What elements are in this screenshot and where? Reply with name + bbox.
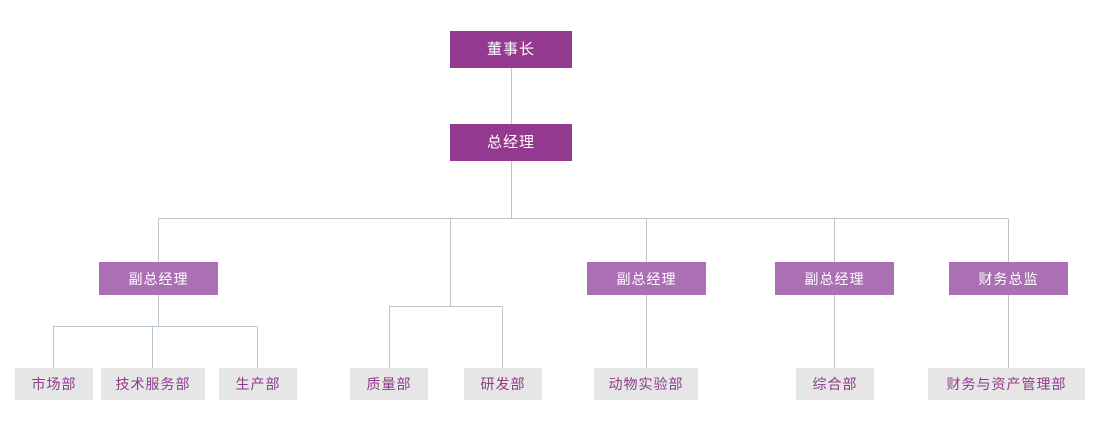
node-finance-director[interactable]: 财务总监 [949, 262, 1068, 295]
node-deputy-general-manager-1[interactable]: 副总经理 [99, 262, 218, 295]
node-animal-laboratory-department[interactable]: 动物实验部 [594, 368, 698, 400]
node-technical-service-department[interactable]: 技术服务部 [101, 368, 205, 400]
node-chairman[interactable]: 董事长 [450, 31, 572, 68]
node-general-affairs-department[interactable]: 综合部 [796, 368, 874, 400]
node-marketing-department[interactable]: 市场部 [15, 368, 93, 400]
node-general-manager[interactable]: 总经理 [450, 124, 572, 161]
node-production-department[interactable]: 生产部 [219, 368, 297, 400]
node-finance-and-asset-management-department[interactable]: 财务与资产管理部 [928, 368, 1085, 400]
node-rnd-department[interactable]: 研发部 [464, 368, 542, 400]
node-quality-department[interactable]: 质量部 [350, 368, 428, 400]
node-deputy-general-manager-3[interactable]: 副总经理 [775, 262, 894, 295]
node-deputy-general-manager-2[interactable]: 副总经理 [587, 262, 706, 295]
